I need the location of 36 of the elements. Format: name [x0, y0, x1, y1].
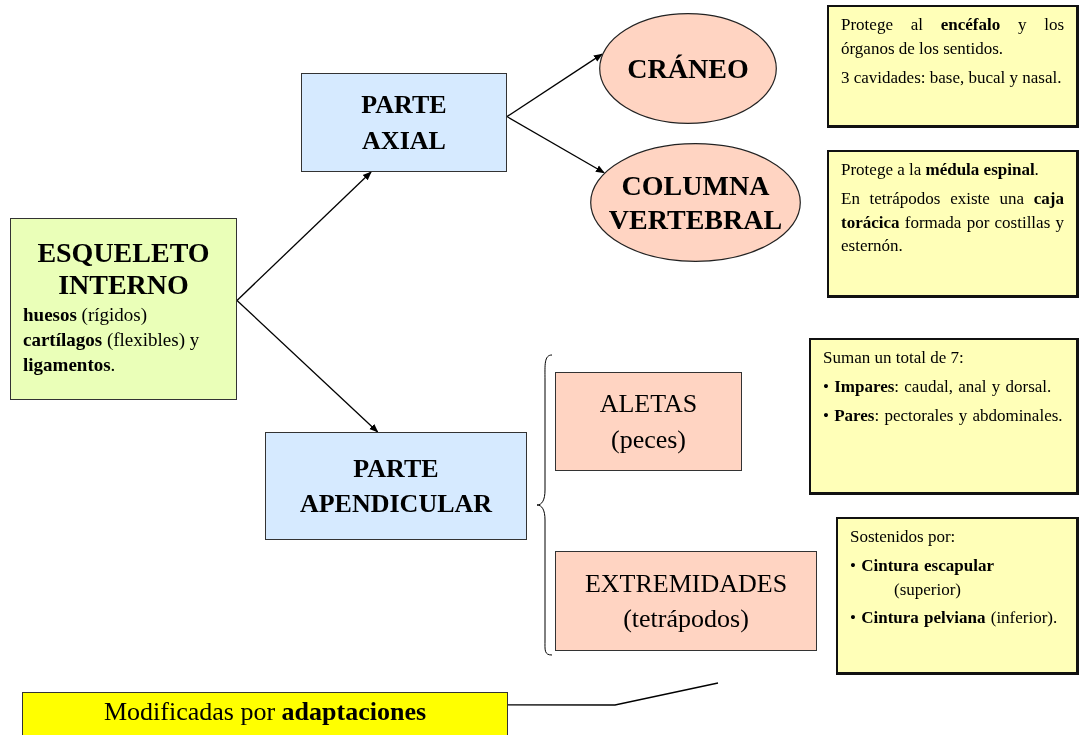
note-text: • Cintura pelviana (inferior).	[850, 607, 1059, 630]
box-title: COLUMNA VERTEBRAL	[607, 168, 784, 237]
note-text: 3 cavidades: base, bucal y nasal.	[841, 66, 1063, 89]
note-text: Protege a la médula espinal.	[841, 159, 1040, 181]
note-text: Sostenidos por:	[850, 526, 957, 548]
concept-box	[555, 551, 817, 651]
box-title: Modificadas por adaptaciones	[103, 697, 427, 727]
box-title: CRÁNEO	[626, 51, 750, 86]
note-text: • Pares: pectorales y abdominales.	[823, 404, 1064, 427]
arrow	[506, 115, 605, 174]
note-box	[836, 517, 1079, 675]
oval-node	[590, 143, 801, 262]
note-text: En tetrápodos existe una caja torácica formada por costillas y esternón.	[841, 187, 1064, 258]
concept-box	[10, 218, 237, 400]
concept-box	[265, 432, 527, 540]
note-text: • Impares: caudal, anal y dorsal.	[823, 375, 1053, 398]
box-title: ALETAS (peces)	[598, 388, 699, 456]
concept-box	[555, 372, 742, 471]
oval-node	[599, 13, 777, 124]
note-box	[827, 150, 1079, 298]
box-title: EXTREMIDADES (tetrápodos)	[583, 567, 789, 635]
concept-box	[301, 73, 507, 172]
arrow	[506, 53, 603, 118]
note-text: Protege al encéfalo y los órganos de los sentidos.	[841, 14, 1064, 60]
note-text: Suman un total de 7:	[823, 347, 965, 369]
arrow	[236, 171, 372, 302]
box-title: ESQUELETO INTERNO	[36, 236, 211, 302]
box-title: PARTE APENDICULAR	[298, 452, 494, 520]
note-box	[809, 338, 1079, 495]
leader-line	[507, 682, 719, 706]
note-text: • Cintura escapular (superior)	[850, 554, 995, 601]
highlight-box	[22, 692, 508, 735]
arrow	[236, 299, 379, 433]
note-box	[827, 5, 1079, 128]
box-text: huesos (rígidos) cartílagos (flexibles) y ligamentos.	[23, 303, 201, 377]
box-title: PARTE AXIAL	[360, 89, 448, 157]
